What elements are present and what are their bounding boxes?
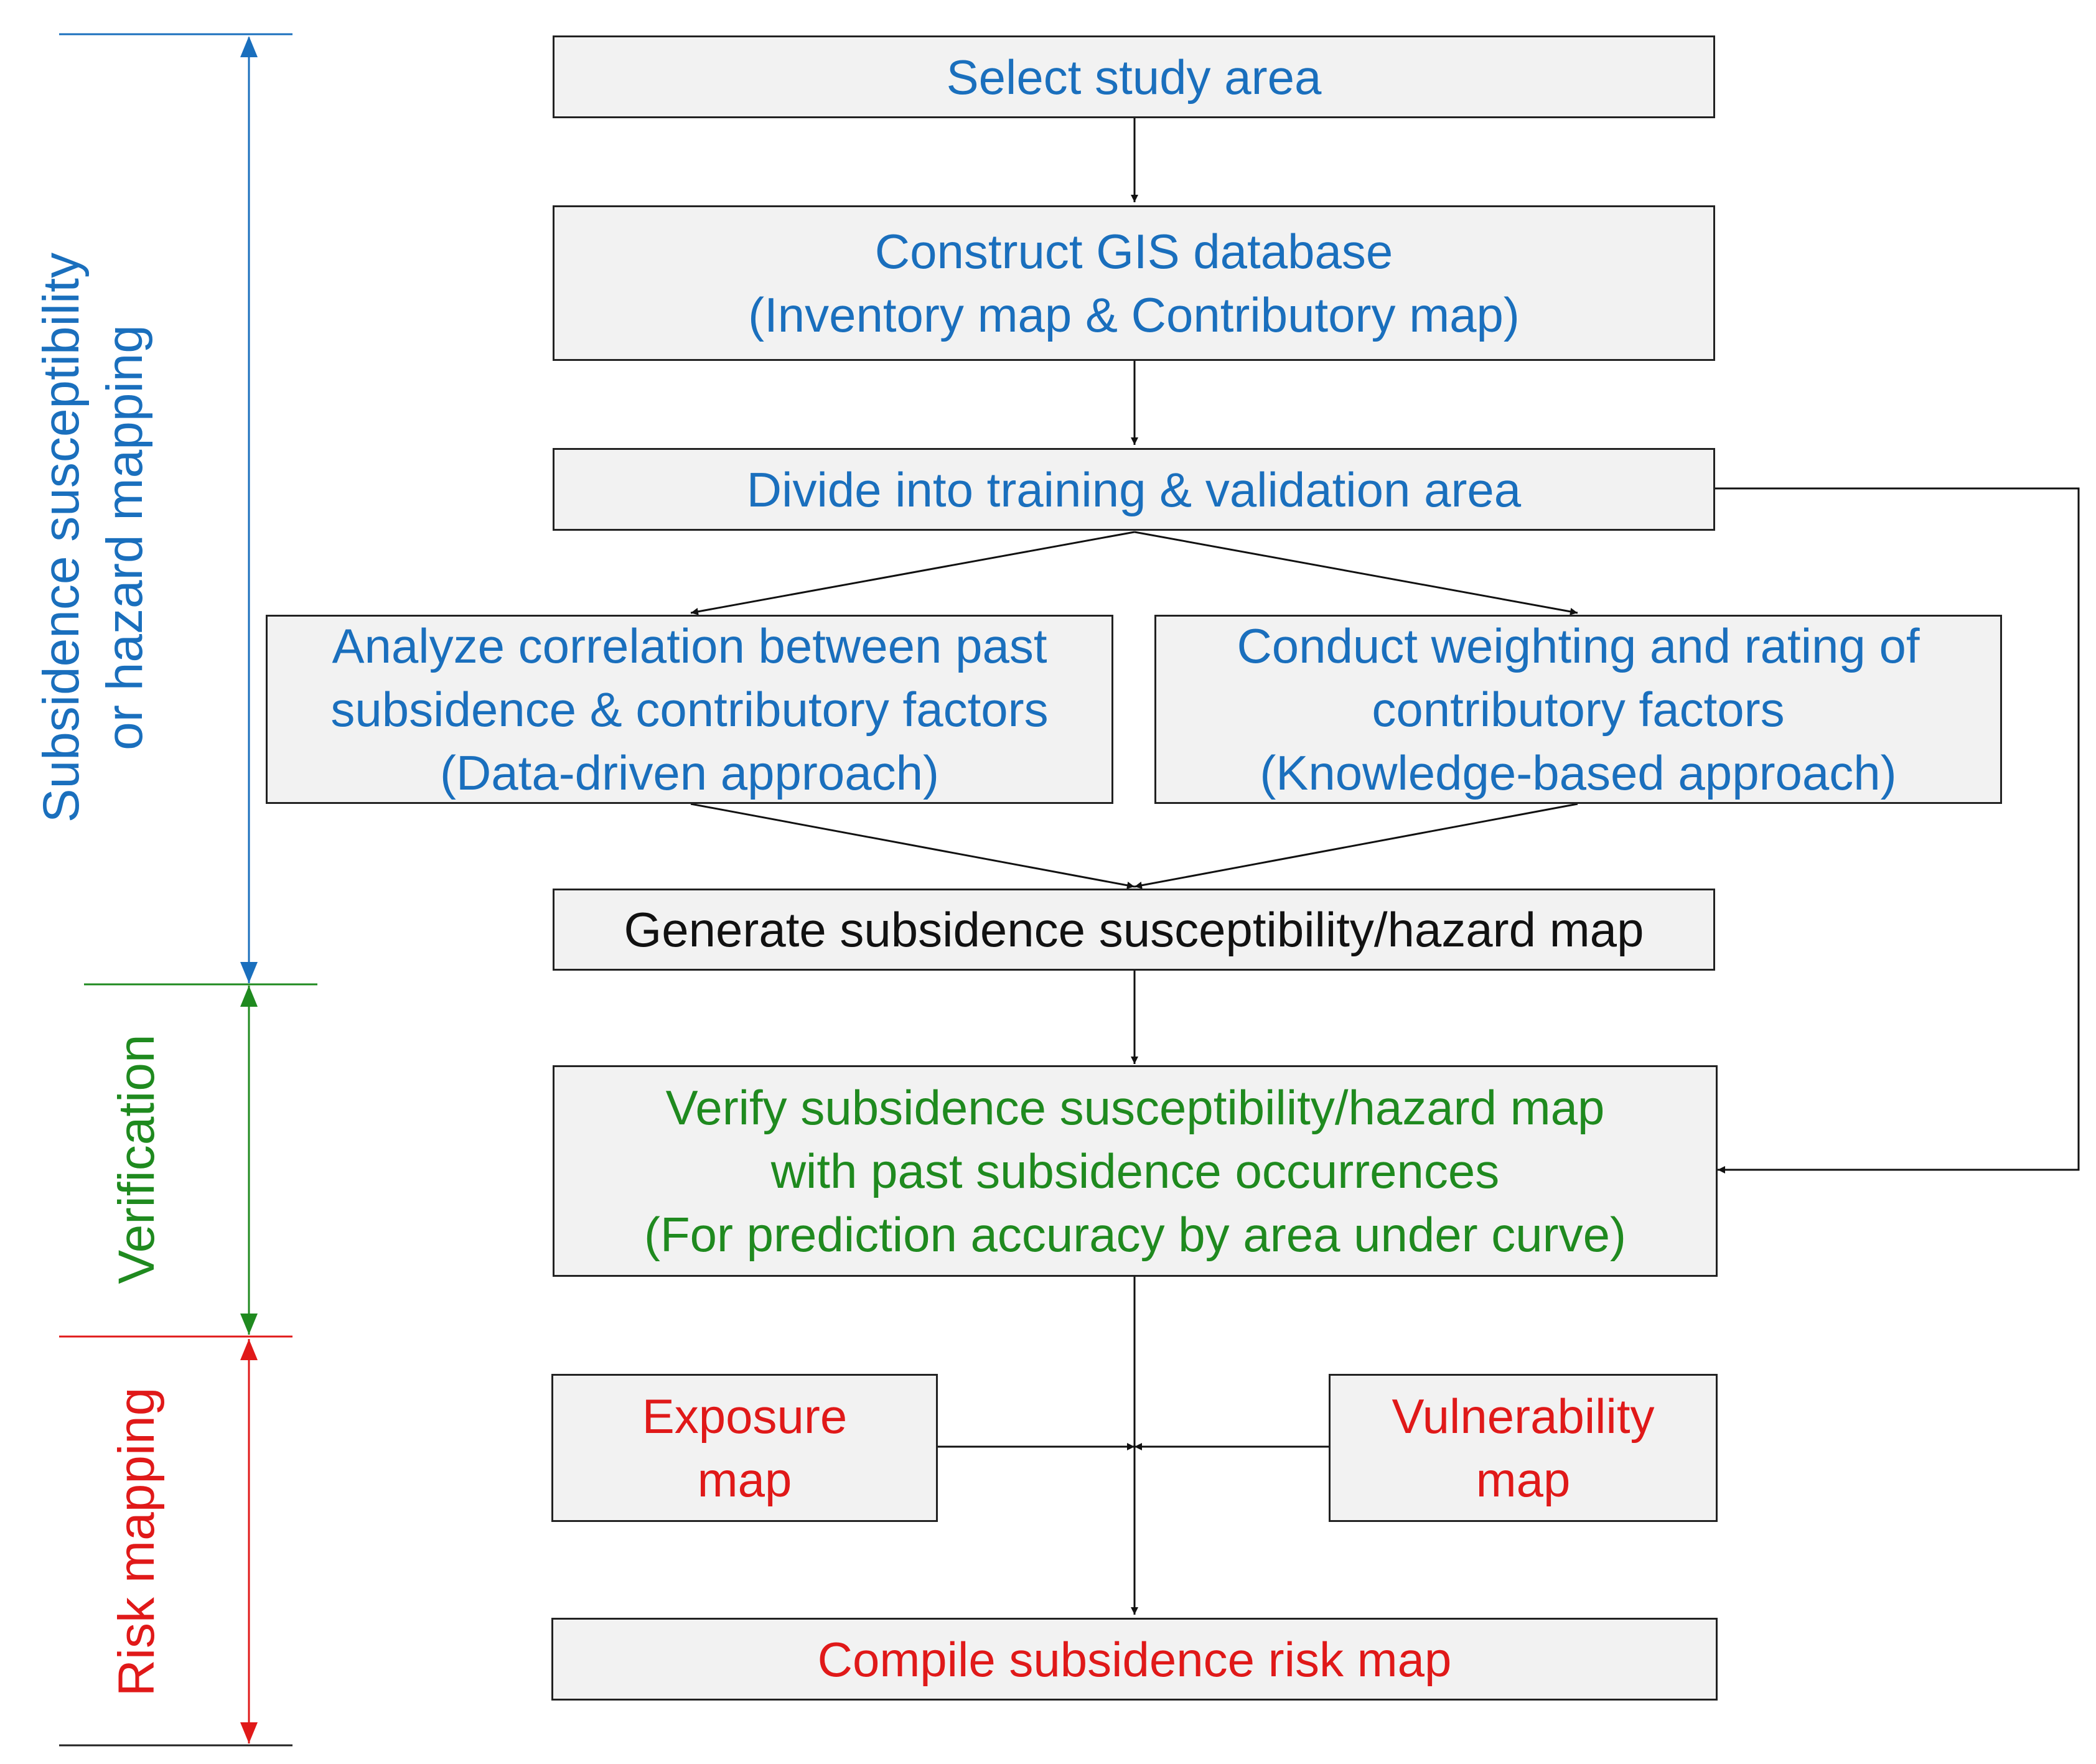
phase-label-susceptibility: Subsidence susceptibility or hazard mapp… [30,195,157,880]
verification-arrowhead-down [240,1314,258,1335]
risk-arrowhead-up [240,1339,258,1360]
susceptibility-arrowhead-down [240,962,258,983]
step-text: (Data-driven approach) [439,745,940,800]
step-text: Analyze correlation between past [332,618,1047,673]
phase-label-line: Verification [108,1034,165,1284]
step-text: map [1476,1452,1571,1507]
susceptibility-arrowhead-up [240,36,258,57]
phase-label-line: Risk mapping [108,1387,165,1697]
arrow-analyze-to-generate [690,803,1135,889]
step-compile-risk-map: Compile subsidence risk map [551,1618,1718,1701]
step-text: Select study area [946,49,1322,105]
step-text: Vulnerability [1392,1389,1655,1444]
risk-arrowhead-down [240,1722,258,1743]
step-text: map [697,1452,792,1507]
step-text: Divide into training & validation area [746,462,1522,517]
phase-brackets [59,33,317,1747]
step-conduct-weighting: Conduct weighting and rating of contribu… [1154,615,2002,804]
step-text: (For prediction accuracy by area under c… [643,1207,1626,1262]
phase-label-line: or hazard mapping [96,325,153,750]
step-exposure-map: Exposure map [551,1374,938,1522]
step-text: Conduct weighting and rating of [1237,618,1920,673]
step-text: with past subsidence occurrences [770,1144,1500,1198]
step-text: (Inventory map & Contributory map) [748,287,1520,342]
step-generate-hazard-map: Generate subsidence susceptibility/hazar… [553,889,1715,971]
step-verify-hazard-map: Verify subsidence susceptibility/hazard … [553,1065,1718,1277]
arrow-divide-to-weighting [1134,531,1578,615]
phase-label-risk: Risk mapping [105,1371,169,1713]
step-text: Generate subsidence susceptibility/hazar… [624,902,1644,957]
step-text: contributory factors [1372,682,1785,737]
arrow-weighting-to-generate [1134,803,1578,889]
step-text: (Knowledge-based approach) [1260,745,1897,800]
step-text: Verify subsidence susceptibility/hazard … [665,1080,1605,1135]
step-vulnerability-map: Vulnerability map [1329,1374,1718,1522]
step-divide-training-validation: Divide into training & validation area [553,448,1715,531]
arrow-divide-to-analyze [690,531,1135,615]
step-text: subsidence & contributory factors [330,682,1049,737]
step-analyze-correlation: Analyze correlation between past subside… [266,615,1113,804]
step-construct-gis-database: Construct GIS database (Inventory map & … [553,205,1715,361]
phase-label-verification: Verification [105,1010,169,1309]
step-select-study-area: Select study area [553,35,1715,118]
verification-arrowhead-up [240,986,258,1007]
phase-label-line: Subsidence susceptibility [33,252,90,823]
connector-divide-to-verify [1715,487,2080,1174]
step-text: Construct GIS database [874,224,1393,279]
step-text: Compile subsidence risk map [817,1631,1452,1687]
step-text: Exposure [642,1389,848,1444]
